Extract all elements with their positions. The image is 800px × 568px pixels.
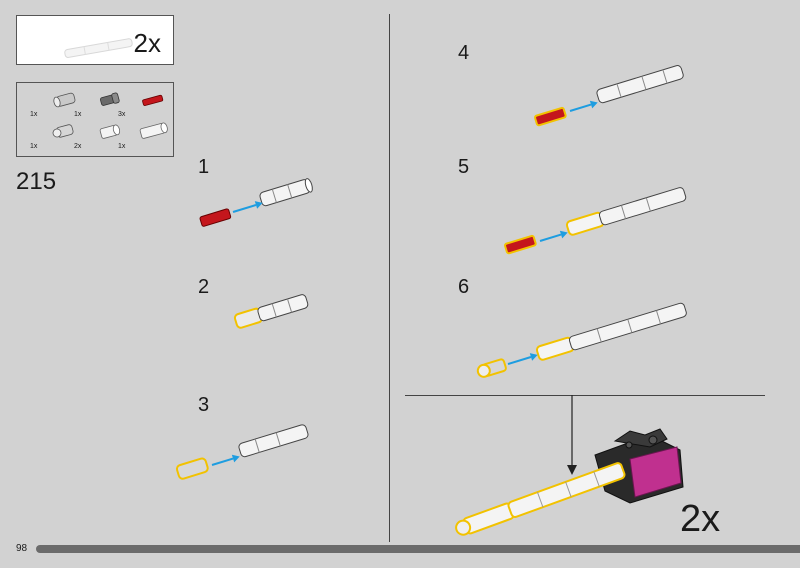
part-item: 2x [71,121,121,153]
red-axle-icon [504,234,537,255]
step-number-2: 2 [198,276,210,298]
step-2-illustration [233,294,309,329]
magenta-block-assembly [594,428,684,504]
part-qty: 2x [74,143,82,150]
arrow-icon [232,201,263,213]
gray-bush-connector-icon [175,457,209,480]
part-qty: 1x [74,111,82,118]
step-4-illustration [534,65,684,127]
step-number-3: 3 [198,394,210,416]
step-number-1: 1 [198,156,210,178]
part-item: 1x [27,121,74,153]
part-qty: 1x [30,143,38,150]
arrow-icon [539,230,568,242]
bottom-multiplier: 2x [680,498,721,540]
step-3-illustration [175,424,309,480]
part-qty: 3x [118,111,126,118]
dark-gray-axle-connector-icon [100,92,120,106]
arrow-icon [211,454,240,466]
white-long-tube-icon [139,122,168,139]
step-number-6: 6 [458,276,470,298]
part-item: 3x [115,89,164,121]
sub-assembly-callout: 2x [16,15,174,65]
vertical-divider [389,14,390,542]
page-number: 98 [16,543,28,554]
page-step-number: 215 [16,168,57,195]
parts-list: 1x 1x 3x 1x [16,82,174,157]
step-6-illustration [476,302,687,378]
part-item: 1x [27,89,76,121]
red-axle-icon [199,208,232,227]
gray-bush-connector-icon [53,92,76,108]
part-qty: 1x [118,143,126,150]
white-tube-icon [99,124,121,139]
gray-pin-connector-icon [476,358,507,378]
horizontal-divider [405,395,765,396]
red-axle-icon [534,106,567,127]
gray-pin-connector-icon [52,124,74,138]
callout-multiplier: 2x [133,28,161,58]
step-number-4: 4 [458,42,470,64]
part-qty: 1x [30,111,38,118]
white-long-tube-icon [64,38,133,58]
red-axle-icon [142,94,164,106]
arrow-icon [569,100,598,112]
step-number-5: 5 [458,156,470,178]
final-attachment-illustration [455,395,684,536]
part-item: 1x [71,89,120,121]
arrow-icon [507,353,538,365]
step-5-illustration [504,187,687,255]
step-1-illustration [199,178,313,227]
page-progress-bar [36,545,800,553]
part-item: 1x [115,121,168,153]
